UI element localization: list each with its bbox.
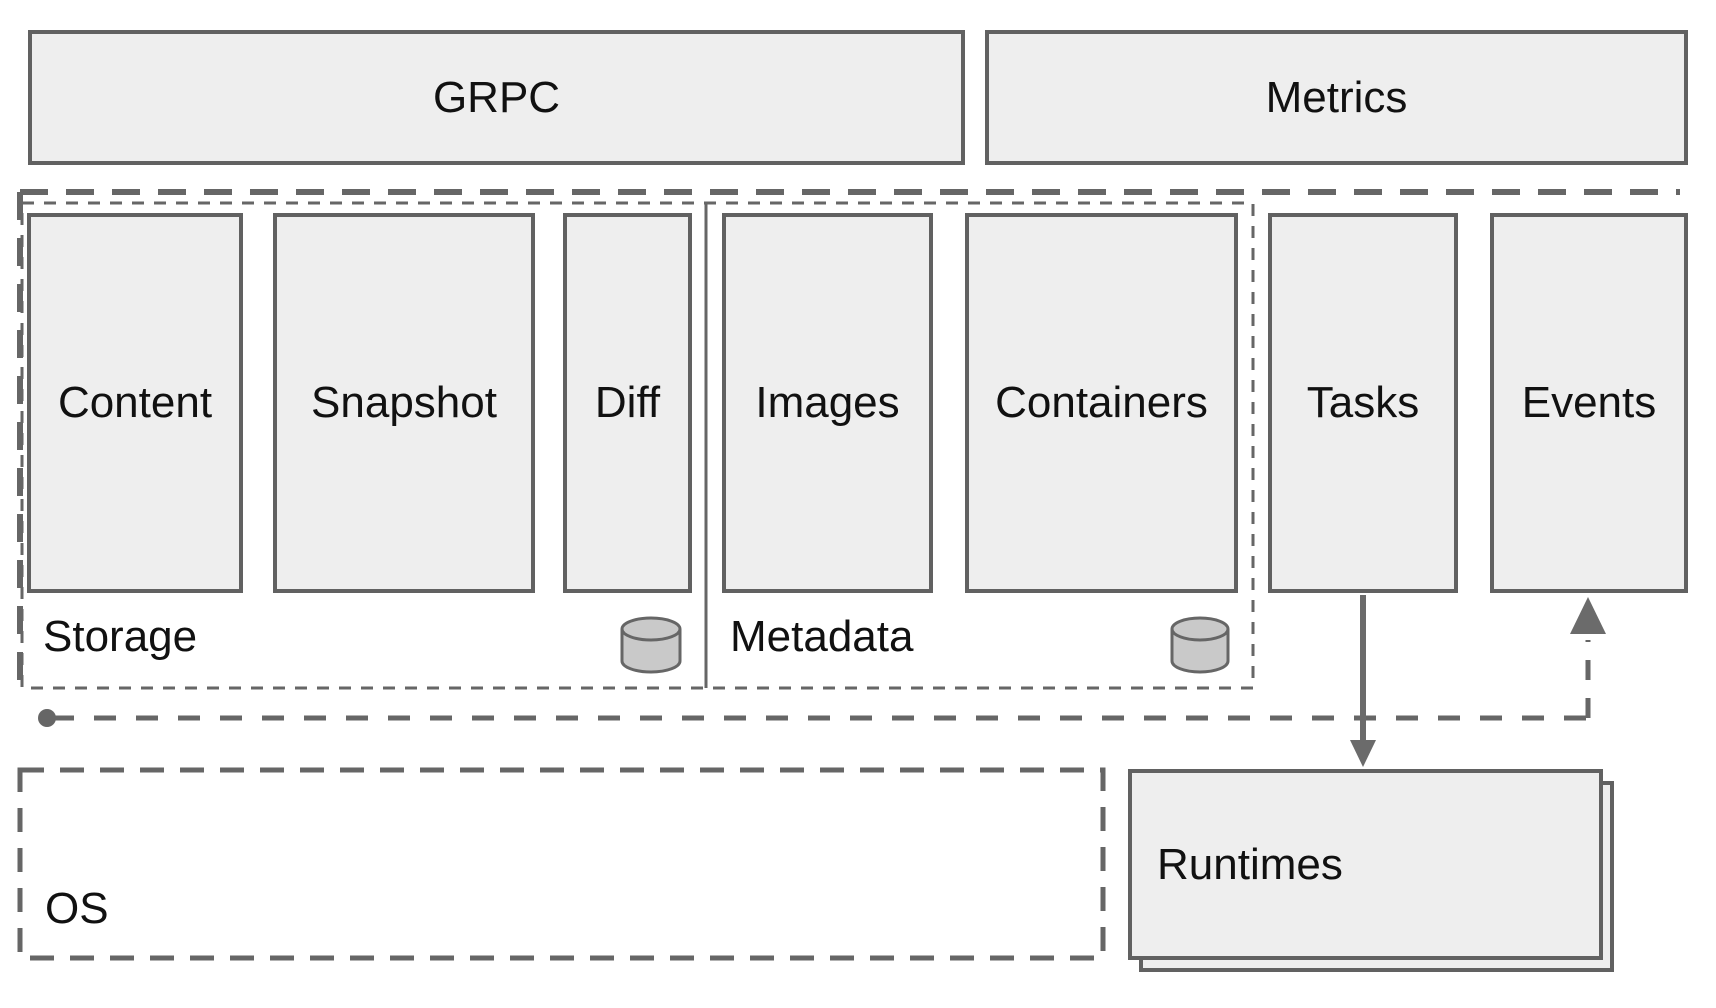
- diff-box: Diff: [563, 213, 692, 593]
- images-box: Images: [722, 213, 933, 593]
- runtimes-label: Runtimes: [1157, 839, 1343, 889]
- metrics-box: Metrics: [985, 30, 1688, 165]
- images-label: Images: [755, 378, 900, 427]
- content-box: Content: [27, 213, 243, 593]
- os-label: OS: [45, 884, 109, 933]
- os-dashed-box: [17, 767, 1106, 961]
- grpc-box: GRPC: [28, 30, 965, 165]
- snapshot-box: Snapshot: [273, 213, 535, 593]
- daemon-boundary-dashes: [17, 189, 1680, 688]
- metrics-label: Metrics: [1265, 72, 1408, 122]
- storage-section-label: Storage: [43, 612, 198, 661]
- metadata-section-label: Metadata: [730, 612, 914, 661]
- containers-box: Containers: [965, 213, 1238, 593]
- diff-label: Diff: [594, 378, 661, 427]
- runtimes-box: Runtimes: [1128, 769, 1603, 960]
- tasks-to-runtimes-arrow: [1350, 595, 1376, 767]
- events-box: Events: [1490, 213, 1688, 593]
- content-label: Content: [57, 378, 213, 427]
- database-icon: [620, 616, 682, 674]
- events-flow-connector: [38, 597, 1606, 727]
- database-icon: [1170, 616, 1230, 674]
- grpc-label: GRPC: [432, 72, 561, 122]
- snapshot-label: Snapshot: [311, 378, 497, 427]
- tasks-box: Tasks: [1268, 213, 1458, 593]
- tasks-label: Tasks: [1306, 378, 1420, 427]
- events-label: Events: [1521, 378, 1657, 427]
- containers-label: Containers: [995, 378, 1208, 427]
